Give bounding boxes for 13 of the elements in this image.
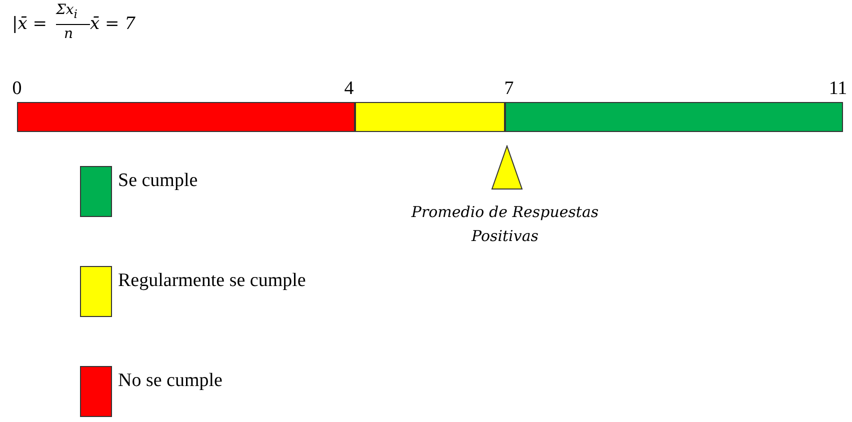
tick-label: 11 (828, 78, 848, 100)
pointer-triangle (491, 145, 523, 190)
formula-denominator: n (64, 26, 74, 42)
legend-label: Regularmente se cumple (118, 270, 306, 292)
formula-text: |x̄ = (12, 14, 47, 34)
legend-label: No se cumple (118, 370, 222, 392)
formula-text: x̄ = 7 (90, 14, 136, 34)
tick-label: 7 (504, 78, 514, 100)
formula-numerator: Σx$_{i}$ (56, 2, 78, 21)
tick-label: 0 (12, 78, 22, 100)
tick-label: 4 (344, 78, 354, 100)
legend-label: Se cumple (118, 170, 198, 192)
pointer-caption: Promedio de Respuestas Positivas (410, 202, 600, 247)
